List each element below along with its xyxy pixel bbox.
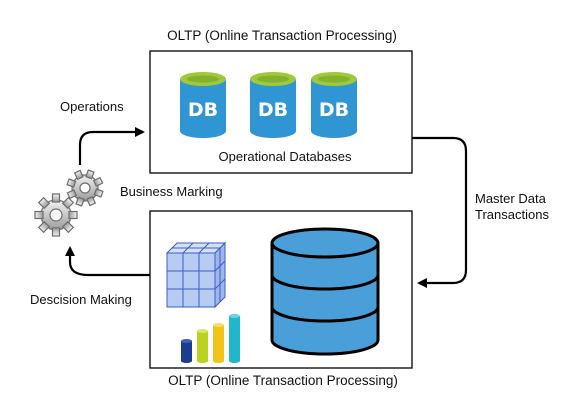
master-data-label-line1: Master Data (475, 191, 547, 206)
data-cube-icon (165, 241, 227, 309)
business-marking-label: Business Marking (120, 184, 223, 199)
bar-chart-icon (181, 314, 240, 363)
master-data-label-line2: Transactions (475, 207, 549, 222)
db-label: DB (319, 99, 349, 121)
db-label: DB (258, 99, 288, 121)
bottom-box-title: OLTP (Online Transaction Processing) (168, 373, 398, 388)
operations-label: Operations (60, 99, 124, 114)
top-box-caption: Operational Databases (219, 149, 352, 164)
database-icon: DB (180, 72, 226, 138)
master-data-arrow (412, 136, 468, 288)
decision-making-label: Descision Making (30, 292, 132, 307)
database-icon: DB (250, 72, 296, 138)
top-box-title: OLTP (Online Transaction Processing) (167, 28, 397, 43)
decision-making-arrow (65, 246, 150, 277)
gears-icon (34, 169, 104, 237)
db-label: DB (188, 99, 218, 121)
operations-arrow (78, 127, 145, 165)
database-icon: DB (311, 72, 357, 138)
data-warehouse-icon (270, 227, 380, 356)
